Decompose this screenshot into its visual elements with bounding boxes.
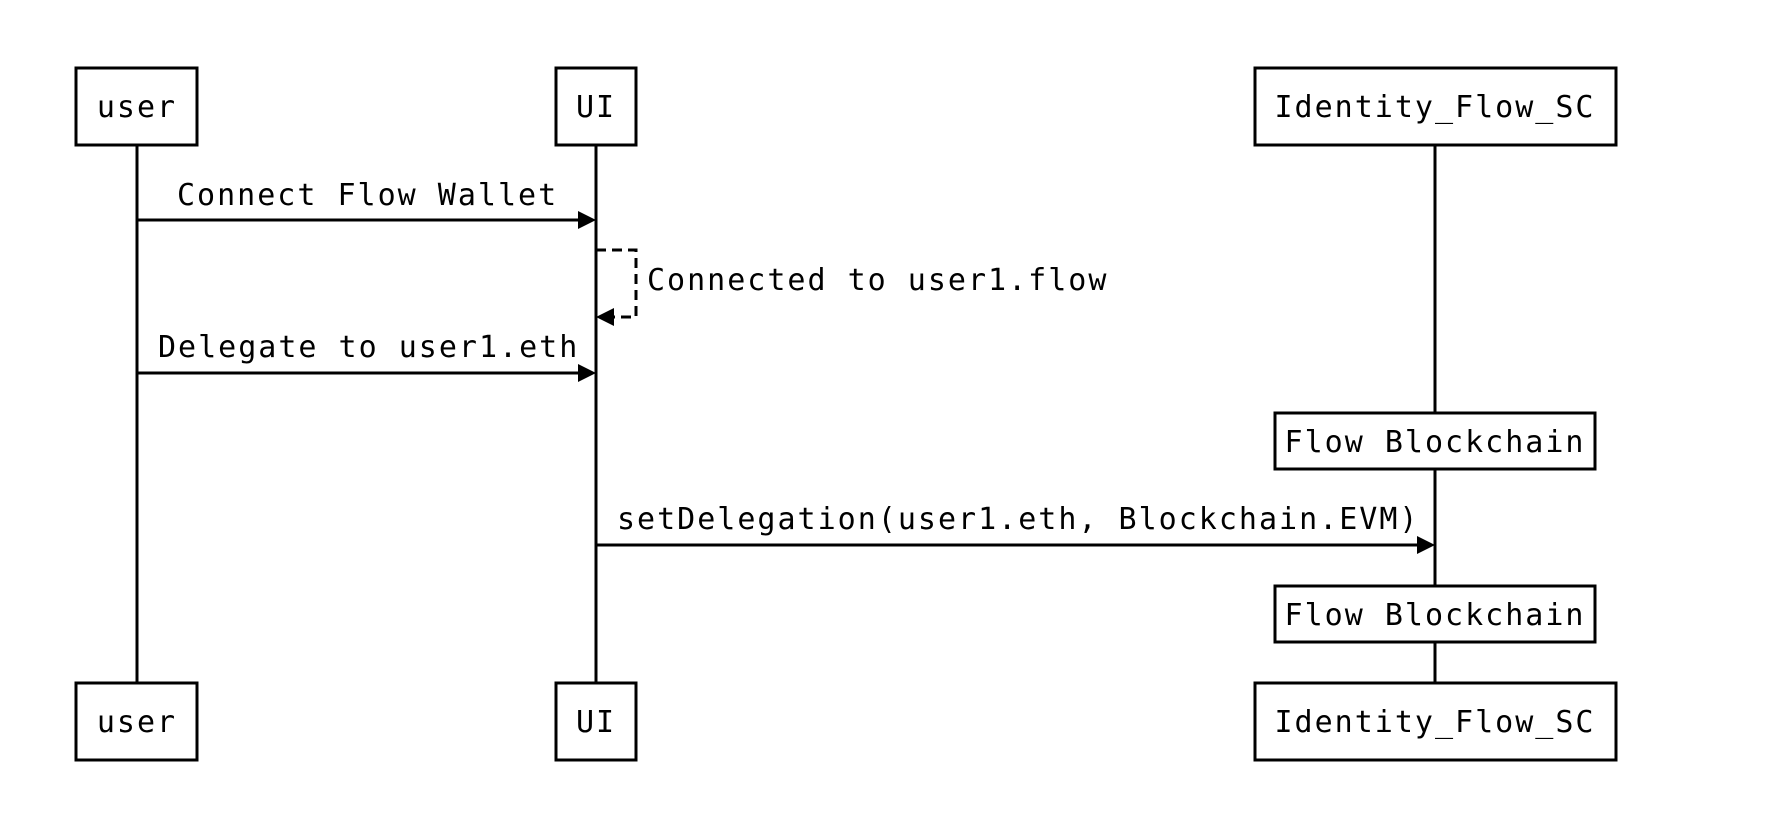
participant-user-top: user xyxy=(74,66,199,147)
message-connect-flow-wallet: Connect Flow Wallet xyxy=(137,178,596,229)
participant-ui-bottom: UI xyxy=(554,681,638,762)
participant-ui-bottom-label: UI xyxy=(576,705,616,740)
message-connected-to-user1-flow: Connected to user1.flow xyxy=(596,248,1108,326)
message-delegate-to-user1-eth-label: Delegate to user1.eth xyxy=(158,330,579,365)
note-flow-blockchain-2-label: Flow Blockchain xyxy=(1285,598,1586,633)
arrowhead xyxy=(578,364,596,382)
arrowhead xyxy=(578,211,596,229)
participant-identity-flow-sc-bottom-label: Identity_Flow_SC xyxy=(1275,705,1596,740)
message-set-delegation-label: setDelegation(user1.eth, Blockchain.EVM) xyxy=(617,502,1419,537)
participant-identity-flow-sc-top-label: Identity_Flow_SC xyxy=(1275,90,1596,125)
participant-identity-flow-sc-top: Identity_Flow_SC xyxy=(1253,66,1618,147)
note-flow-blockchain-2: Flow Blockchain xyxy=(1273,584,1597,644)
note-flow-blockchain-1: Flow Blockchain xyxy=(1273,411,1597,471)
message-delegate-to-user1-eth: Delegate to user1.eth xyxy=(137,330,596,382)
participant-user-bottom: user xyxy=(74,681,199,762)
arrowhead xyxy=(1417,536,1435,554)
participant-user-bottom-label: user xyxy=(97,705,177,740)
arrowhead xyxy=(596,308,614,326)
message-set-delegation: setDelegation(user1.eth, Blockchain.EVM) xyxy=(596,502,1435,554)
note-flow-blockchain-1-label: Flow Blockchain xyxy=(1285,425,1586,460)
participant-ui-top-label: UI xyxy=(576,90,616,125)
message-connected-to-user1-flow-label: Connected to user1.flow xyxy=(647,263,1108,298)
participant-identity-flow-sc-bottom: Identity_Flow_SC xyxy=(1253,681,1618,762)
message-connected-to-user1-flow-line xyxy=(596,248,638,319)
participant-ui-top: UI xyxy=(554,66,638,147)
message-connect-flow-wallet-label: Connect Flow Wallet xyxy=(177,178,558,213)
participant-user-top-label: user xyxy=(97,90,177,125)
